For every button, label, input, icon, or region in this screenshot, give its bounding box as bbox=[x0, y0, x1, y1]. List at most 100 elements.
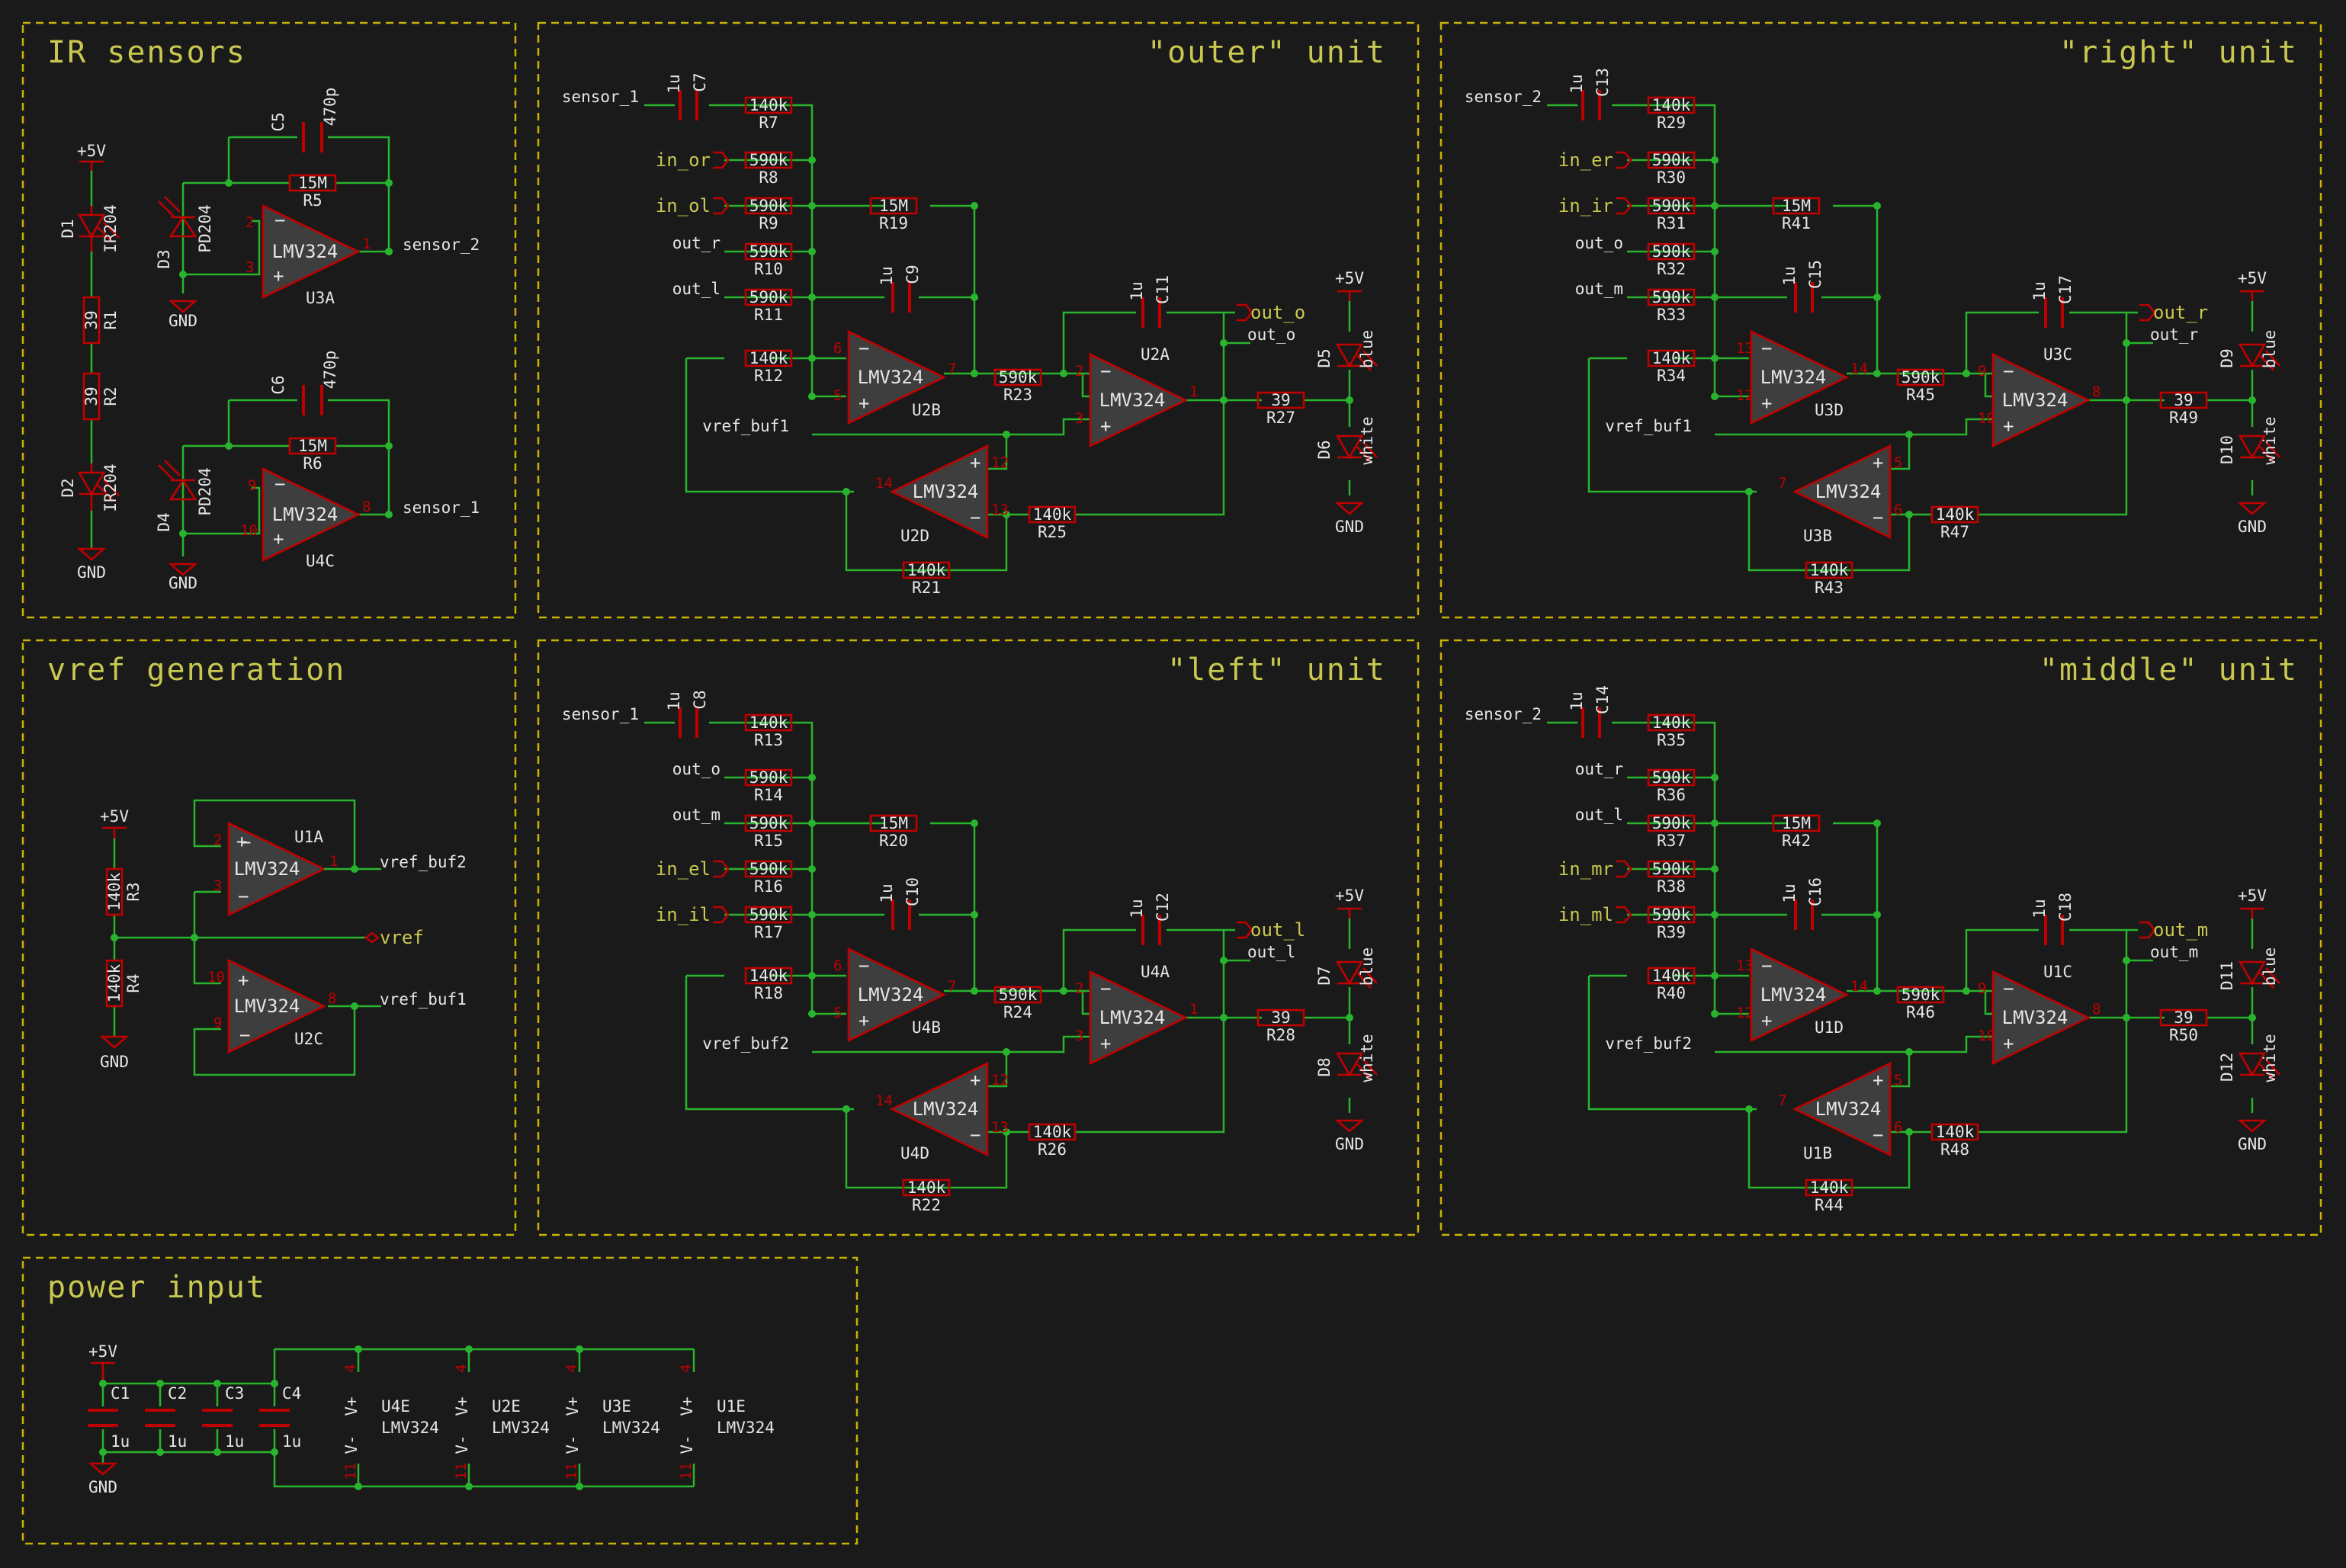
svg-text:+: + bbox=[273, 528, 284, 550]
resistor-ref: R38 bbox=[1657, 877, 1686, 896]
global-port bbox=[713, 906, 730, 924]
svg-text:8: 8 bbox=[2092, 1001, 2100, 1018]
unit-output-label: out_o bbox=[1247, 325, 1295, 344]
unit-output-global-label: out_o bbox=[1250, 302, 1305, 323]
vref-gnd-symbol bbox=[99, 1035, 130, 1049]
svg-text:6: 6 bbox=[833, 957, 842, 974]
opamp-ref: U3D bbox=[1815, 401, 1844, 419]
u2c-ref: U2C bbox=[294, 1030, 323, 1048]
resistor-ref: R16 bbox=[754, 877, 783, 896]
svg-text:2: 2 bbox=[1075, 980, 1083, 997]
resistor-ref: R35 bbox=[1657, 731, 1686, 749]
vref-5v-label: +5V bbox=[100, 807, 129, 826]
gnd-label-ir1: GND bbox=[77, 563, 106, 582]
cap-value: 1u bbox=[878, 266, 896, 285]
svg-text:LMV324: LMV324 bbox=[272, 241, 339, 262]
ir-sensors-section: +5V D1 IR204 39 R1 39 R2 D2 IR204 GND bbox=[59, 88, 480, 592]
svg-text:−: − bbox=[858, 955, 869, 976]
resistor-ref: R18 bbox=[754, 984, 783, 1002]
resistor-value: 39 bbox=[2174, 391, 2193, 409]
vminus-label: V- bbox=[563, 1435, 582, 1454]
svg-text:LMV324: LMV324 bbox=[1099, 390, 1166, 411]
led-ref: D11 bbox=[2218, 961, 2236, 990]
power-cap-ref: C1 bbox=[111, 1384, 130, 1403]
resistor-value: 39 bbox=[1271, 391, 1290, 409]
led-color: blue bbox=[2261, 948, 2279, 986]
svg-text:−: − bbox=[274, 473, 285, 495]
resistor-value: 590k bbox=[749, 768, 788, 787]
svg-text:−: − bbox=[1873, 1124, 1883, 1146]
resistor-value: 590k bbox=[749, 814, 788, 832]
unit-sensor-label: sensor_2 bbox=[1465, 88, 1542, 106]
svg-text:−: − bbox=[970, 507, 980, 528]
resistor-ref: R22 bbox=[912, 1196, 941, 1214]
resistor-ref: R13 bbox=[754, 731, 783, 749]
resistor-r6: 15M R6 bbox=[288, 437, 337, 473]
svg-text:7: 7 bbox=[1778, 475, 1786, 492]
svg-text:+: + bbox=[273, 265, 284, 287]
unit-input-label: out_o bbox=[672, 760, 720, 778]
svg-text:8: 8 bbox=[2092, 383, 2100, 400]
svg-text:3: 3 bbox=[246, 259, 254, 276]
frames bbox=[21, 21, 2322, 1545]
resistor-value: 590k bbox=[1652, 197, 1691, 215]
r5-ref: R5 bbox=[303, 191, 322, 210]
resistor-r2: 39 R2 bbox=[82, 372, 120, 421]
frame-outer-unit bbox=[537, 21, 1420, 619]
cap-ref: C16 bbox=[1806, 877, 1824, 906]
svg-text:12: 12 bbox=[991, 1072, 1009, 1089]
resistor-value: 140k bbox=[1936, 505, 1975, 524]
unit-input-global-label: in_er bbox=[1558, 149, 1613, 171]
svg-text:9: 9 bbox=[213, 1015, 222, 1031]
opamp-ref: U1D bbox=[1815, 1018, 1844, 1037]
cap-value: 1u bbox=[1568, 74, 1586, 93]
unit-input-global-label: in_or bbox=[656, 149, 711, 171]
led-color: white bbox=[2261, 1034, 2279, 1082]
gnd-symbol-ir1 bbox=[76, 547, 107, 561]
resistor-ref: R41 bbox=[1782, 214, 1811, 232]
resistor-ref: R30 bbox=[1657, 168, 1686, 187]
resistor-ref: R40 bbox=[1657, 984, 1686, 1002]
power-unit-ref: U4E bbox=[381, 1397, 410, 1416]
svg-text:13: 13 bbox=[991, 1119, 1009, 1136]
power-5v-symbol bbox=[79, 160, 104, 171]
cap-ref: C12 bbox=[1154, 893, 1172, 922]
resistor-value: 590k bbox=[1652, 860, 1691, 878]
resistor-value: 15M bbox=[1782, 197, 1811, 215]
led-ref: D12 bbox=[2218, 1053, 2236, 1082]
svg-text:7: 7 bbox=[948, 361, 956, 377]
cap-c6: C6 470p bbox=[269, 351, 339, 415]
gnd-symbol-ir2 bbox=[168, 300, 198, 313]
svg-text:LMV324: LMV324 bbox=[913, 481, 979, 502]
unit-output-label: out_r bbox=[2150, 325, 2198, 344]
svg-text:−: − bbox=[970, 1124, 980, 1146]
d1-ref: D1 bbox=[59, 219, 77, 238]
svg-text:3: 3 bbox=[1075, 410, 1083, 427]
resistor-value: 140k bbox=[749, 96, 788, 114]
resistor-value: 590k bbox=[749, 860, 788, 878]
svg-text:3: 3 bbox=[1075, 1028, 1083, 1044]
svg-text:LMV324: LMV324 bbox=[1815, 1098, 1882, 1120]
resistor-ref: R46 bbox=[1906, 1003, 1935, 1021]
unit-gnd-label: GND bbox=[1335, 518, 1364, 536]
resistor-r5: 15M R5 bbox=[288, 174, 337, 210]
vminus-label: V- bbox=[342, 1435, 361, 1454]
unit-vrefbuf-label: vref_buf1 bbox=[1605, 417, 1692, 435]
resistor-ref: R29 bbox=[1657, 114, 1686, 132]
